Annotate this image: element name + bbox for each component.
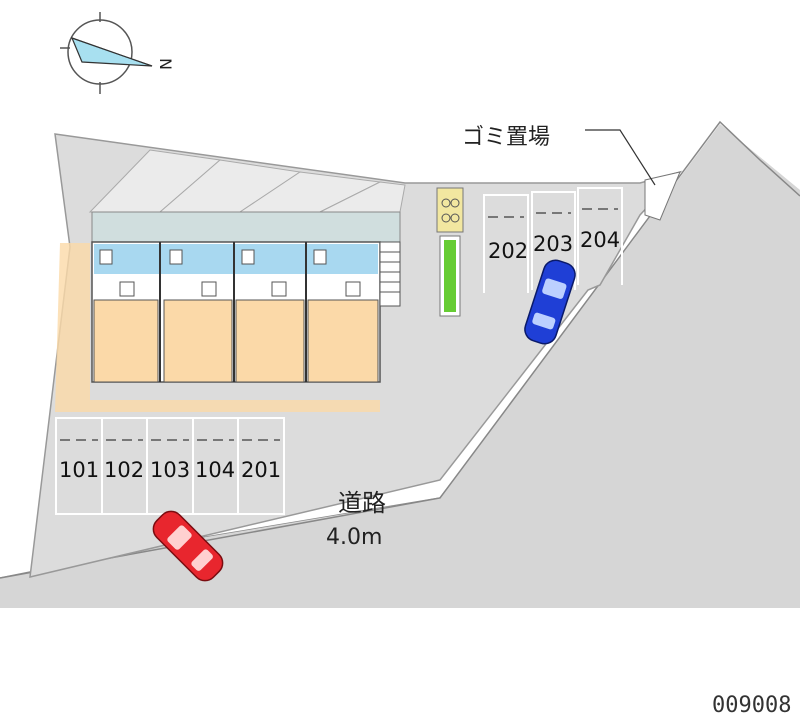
parking-slot-204: 204	[580, 228, 620, 252]
building	[91, 241, 381, 383]
building-roof	[88, 149, 406, 243]
stairs	[379, 241, 401, 307]
map-id: 009008	[712, 693, 791, 718]
parking-back: 202 203 204	[483, 187, 623, 293]
unit-room-2	[163, 299, 233, 383]
road-name: 道路	[338, 489, 386, 517]
compass-icon: N	[60, 12, 175, 94]
unit-room-1	[93, 299, 159, 383]
red-car-icon	[152, 510, 224, 582]
parking-slot-101: 101	[59, 458, 99, 482]
building-yard	[55, 243, 380, 412]
garbage-leader-line	[585, 129, 656, 186]
bicycle-parking	[436, 187, 464, 233]
parking-slot-202: 202	[488, 239, 528, 263]
compass-north-label: N	[156, 58, 175, 70]
parking-slot-203: 203	[533, 232, 573, 256]
garbage-label: ゴミ置場	[462, 125, 550, 150]
parking-slot-104: 104	[195, 458, 235, 482]
parking-front: 101 102 103 104 201	[55, 417, 285, 515]
parking-slot-102: 102	[104, 458, 144, 482]
parking-slot-103: 103	[150, 458, 190, 482]
unit-room-4	[307, 299, 379, 383]
unit-room-3	[235, 299, 305, 383]
parking-slot-201: 201	[241, 458, 281, 482]
blue-car-icon	[524, 259, 576, 345]
road-width: 4.0m	[326, 525, 382, 550]
